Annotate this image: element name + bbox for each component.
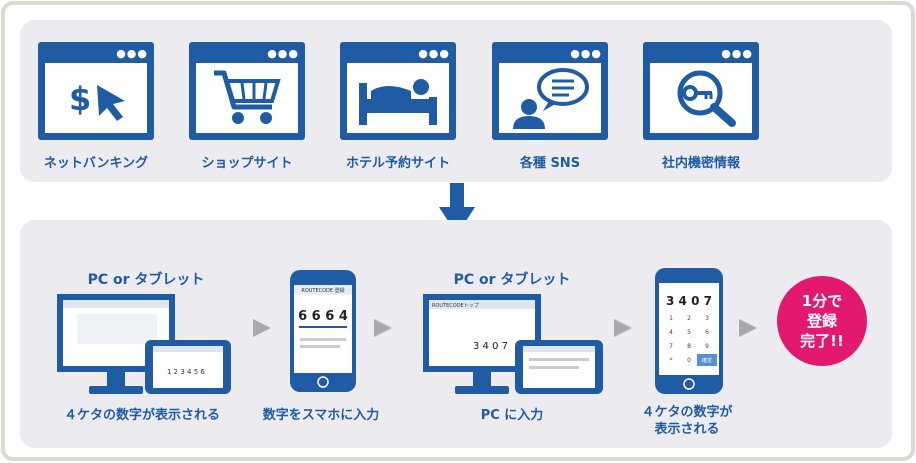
step1-caption: ４ケタの数字が表示される [63, 408, 220, 423]
svg-text:1: 1 [669, 315, 673, 322]
window-dots: ●●● [721, 47, 753, 60]
svg-text:9: 9 [705, 343, 709, 350]
pc-tablet-code-entry: ROUTECODEトップ 3 4 0 7 [423, 294, 603, 394]
site-sns: ●●● 各種 SNS [475, 42, 625, 171]
svg-text:*: * [670, 357, 673, 364]
phone2-code: 3 4 0 7 [666, 294, 712, 308]
step1-title: PC or タブレット [87, 272, 205, 288]
svg-text:1 2 3 4 5 6: 1 2 3 4 5 6 [167, 368, 205, 376]
site-label: ショップサイト [201, 156, 293, 171]
step4-caption-line2: 表示される [654, 422, 720, 437]
window-dots: ●●● [570, 47, 602, 60]
step4-caption: ４ケタの数字が 表示される [612, 404, 762, 438]
svg-text:4: 4 [669, 329, 673, 336]
badge-text: 1分で 登録 完了!! [800, 292, 844, 350]
svg-text:5: 5 [687, 329, 691, 336]
pc-tablet-code-display: 1 2 3 4 5 6 [57, 294, 231, 394]
bed-icon [359, 79, 437, 125]
flow-arrow-icon [374, 319, 392, 337]
site-label: 各種 SNS [519, 156, 581, 171]
smartphone-code-input: ROUTECODE 登録 6 6 6 4 [290, 270, 356, 392]
phone1-header: ROUTECODE 登録 [301, 287, 344, 294]
browser-window-icon: ●●● [340, 42, 456, 140]
phone1-code: 6 6 6 4 [298, 309, 348, 324]
browser-window-icon: ●●● [492, 42, 608, 140]
browser-window-icon: ●●● [643, 42, 759, 140]
svg-text:0: 0 [687, 357, 691, 364]
svg-text:3: 3 [705, 315, 709, 322]
svg-text:7: 7 [669, 343, 673, 350]
svg-text:8: 8 [687, 343, 691, 350]
shopping-cart-icon [214, 70, 281, 124]
flow-arrow-icon [739, 319, 757, 337]
chat-bubble-user-icon [513, 68, 589, 129]
step4-caption-line1: ４ケタの数字が [641, 405, 733, 420]
site-label: ネットバンキング [43, 156, 149, 171]
pc2-code: 3 4 0 7 [473, 341, 508, 352]
browser-window-icon: ●●● [189, 42, 305, 140]
completion-badge: 1分で 登録 完了!! [777, 276, 867, 366]
step3-title: PC or タブレット [453, 272, 571, 288]
window-dots: ●●● [116, 47, 148, 60]
flow-arrow-icon [253, 319, 271, 337]
protected-sites-panel: ●●● $ ネットバンキング ●●● [20, 20, 892, 182]
site-internal-confidential: ●●● 社内機密情報 [626, 42, 776, 171]
site-hotel-booking: ●●● ホテル予約サイト [323, 42, 473, 171]
flow-arrow-icon [614, 319, 632, 337]
svg-text:6: 6 [705, 329, 709, 336]
dollar-cursor-icon: $ [69, 80, 125, 121]
phone2-confirm: 確定 [702, 357, 712, 364]
svg-text:2: 2 [687, 315, 691, 322]
svg-text:$: $ [69, 80, 91, 118]
browser-window-icon: ●●● $ [38, 42, 154, 140]
smartphone-code-display: 3 4 0 7 1 2 3 4 5 6 7 8 9 * 0 確定 [655, 268, 723, 394]
step2-caption: 数字をスマホに入力 [262, 408, 380, 423]
site-shop: ●●● ショップサイト [172, 42, 322, 171]
window-dots: ●●● [267, 47, 299, 60]
step3-caption: PC に入力 [480, 408, 544, 423]
site-label: 社内機密情報 [661, 156, 740, 171]
window-dots: ●●● [418, 47, 450, 60]
site-net-banking: ●●● $ ネットバンキング [21, 42, 171, 171]
pc2-header: ROUTECODEトップ [432, 303, 479, 309]
site-label: ホテル予約サイト [345, 156, 450, 171]
key-magnifier-icon [677, 70, 736, 127]
